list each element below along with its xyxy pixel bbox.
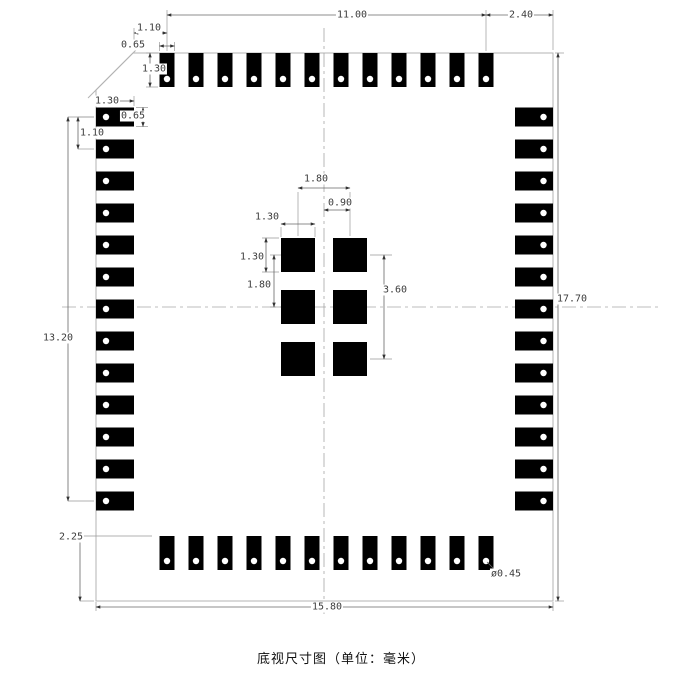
pad [449,536,465,570]
pad [275,536,291,570]
pad [217,536,233,570]
dim-label-top-pad-width: 0.65 [119,39,147,51]
drawing-caption: 底视尺寸图（单位：毫米） [256,652,426,667]
pad [333,342,367,376]
dim-bottom-clearance-lines [78,535,152,602]
pad [515,299,553,319]
dim-top-pad-width-lines [159,42,175,51]
pad [478,536,494,570]
pad [96,363,134,383]
dim-label-left-span: 13.20 [41,332,75,344]
pad [362,53,378,87]
dim-label-left-pad-length: 1.30 [93,95,121,107]
dim-label-module-width: 15.80 [310,601,344,613]
dim-label-center-pad-h: 1.30 [238,251,266,263]
pad [362,536,378,570]
dim-center-pad-h-lines [262,237,279,273]
pad [275,53,291,87]
pad [515,459,553,479]
dim-label-bottom-clearance: 2.25 [57,531,85,543]
dim-center-pad-w-lines [280,222,316,237]
pad [96,331,134,351]
dim-label-hole-dia: ø0.45 [489,568,523,580]
pad [515,267,553,287]
pad [96,171,134,191]
pad [515,427,553,447]
dim-label-center-span: 3.60 [381,284,409,296]
pad [217,53,233,87]
pad [515,491,553,511]
pad [304,536,320,570]
dim-label-top-span: 11.00 [335,9,369,21]
dim-left-span-lines [66,116,94,502]
pad [391,536,407,570]
dim-label-chamfer-to-pad: 1.10 [135,22,163,34]
pad [304,53,320,87]
dim-label-module-height: 17.70 [555,293,589,305]
dim-label-center-half-pitch: 0.90 [326,197,354,209]
dim-center-row-pitch-lines [270,254,281,308]
pad [449,53,465,87]
module-outline [87,44,554,602]
pad [281,290,315,324]
pad [96,299,134,319]
pad [420,53,436,87]
dim-label-center-pad-w: 1.30 [253,211,281,223]
dimension-lines [66,10,564,611]
dim-module-height-lines [555,52,564,602]
pad [391,53,407,87]
center-ground-pads [281,238,367,376]
pad [515,107,553,127]
pad [96,203,134,223]
pad [159,536,175,570]
pad [515,171,553,191]
pad [188,536,204,570]
pad [246,536,262,570]
pad [333,290,367,324]
pad [96,267,134,287]
dim-label-top-pad-length: 1.30 [140,63,168,75]
pad [96,235,134,255]
pad [96,427,134,447]
pad [333,53,349,87]
dim-label-left-pad-width: 0.65 [119,110,147,122]
chamfer-line [87,44,142,99]
dim-label-top-right: 2.40 [507,9,535,21]
dim-label-center-row-pitch: 1.80 [245,279,273,291]
pad [281,238,315,272]
pad [515,203,553,223]
pad [96,139,134,159]
pad [420,536,436,570]
pad [515,139,553,159]
dim-top-span-lines [166,10,487,51]
pad [515,363,553,383]
pad [281,342,315,376]
pad [515,235,553,255]
pad [333,536,349,570]
pad [478,53,494,87]
pad [246,53,262,87]
pad [515,395,553,415]
pad [96,395,134,415]
pad [96,459,134,479]
dim-center-span-lines [370,254,392,360]
pad [515,331,553,351]
dim-label-left-pad-pitch: 1.10 [78,127,106,139]
dim-label-center-col-pitch: 1.80 [302,173,330,185]
pad [96,491,134,511]
pad [333,238,367,272]
pad [188,53,204,87]
